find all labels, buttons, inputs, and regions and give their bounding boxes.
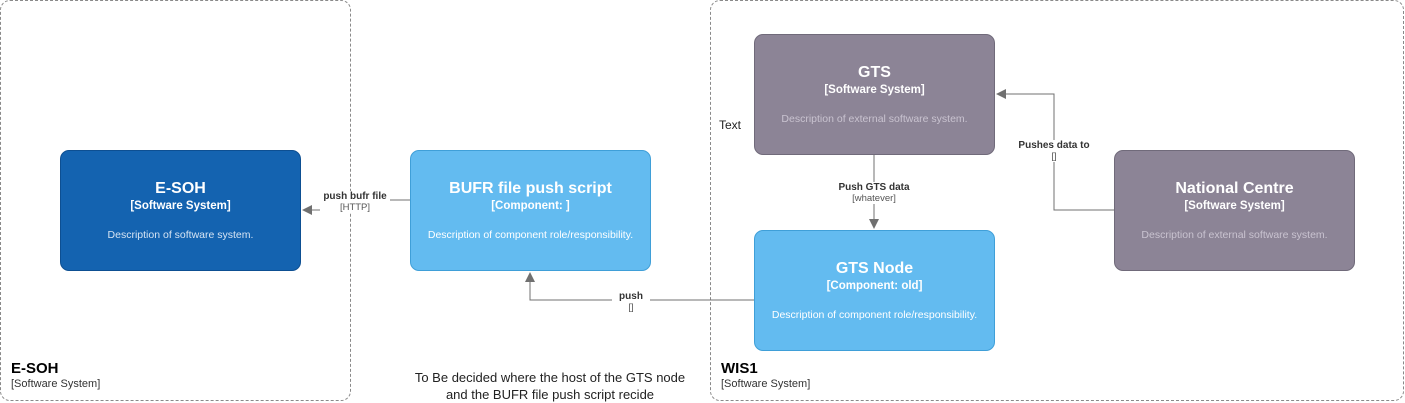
wis1-boundary-name: WIS1: [721, 360, 758, 377]
edge-push: [525, 272, 765, 301]
esoh-boundary-type: [Software System]: [11, 378, 101, 390]
hosting-note: To Be decided where the host of the GTS …: [385, 369, 715, 403]
gts-node-title: GTS Node: [835, 260, 914, 277]
edge-push-tech: []: [628, 302, 634, 313]
bufr-push-script-description: Description of component role/responsibi…: [427, 229, 634, 241]
gts-node-description: Description of component role/responsibi…: [771, 309, 978, 321]
edge-push-gts-tech: [whatever]: [852, 193, 896, 204]
edge-pushes-data-label: Pushes data to []: [1014, 140, 1094, 162]
edge-pushes-data-tech: []: [1051, 151, 1057, 162]
esoh-system-title: E-SOH: [155, 180, 206, 197]
free-text-label: Text: [719, 118, 742, 132]
gts-system[interactable]: GTS [Software System] Description of ext…: [754, 34, 995, 155]
gts-system-description: Description of external software system.: [781, 113, 968, 125]
gts-node-component[interactable]: GTS Node [Component: old] Description of…: [754, 230, 995, 351]
bufr-push-script-title: BUFR file push script: [449, 180, 612, 197]
hosting-note-line1: To Be decided where the host of the GTS …: [414, 370, 686, 385]
edge-push-gts-label: Push GTS data [whatever]: [834, 182, 914, 204]
national-centre-type: [Software System]: [1184, 200, 1285, 212]
gts-node-type: [Component: old]: [826, 280, 923, 292]
edge-push-bufr-label: push bufr file [HTTP]: [320, 191, 390, 213]
edge-push-bufr-text: push bufr file: [323, 191, 387, 202]
esoh-boundary-name: E-SOH: [11, 360, 59, 377]
bufr-push-script-type: [Component: ]: [491, 200, 570, 212]
wis1-boundary-type: [Software System]: [721, 378, 811, 390]
bufr-push-script-component[interactable]: BUFR file push script [Component: ] Desc…: [410, 150, 651, 271]
national-centre-description: Description of external software system.: [1141, 229, 1328, 241]
national-centre-title: National Centre: [1175, 180, 1294, 197]
national-centre-system[interactable]: National Centre [Software System] Descri…: [1114, 150, 1355, 271]
gts-system-title: GTS: [858, 64, 891, 81]
edge-push-label: push []: [612, 291, 650, 313]
esoh-system-type: [Software System]: [130, 200, 231, 212]
edge-push-bufr-tech: [HTTP]: [339, 202, 371, 213]
edge-push-gts-text: Push GTS data: [838, 182, 910, 193]
esoh-system[interactable]: E-SOH [Software System] Description of s…: [60, 150, 301, 271]
edge-push-text: push: [619, 291, 643, 302]
edge-pushes-data-text: Pushes data to: [1018, 140, 1090, 151]
gts-system-type: [Software System]: [824, 84, 925, 96]
wis1-boundary: WIS1 [Software System]: [710, 0, 1404, 401]
esoh-system-description: Description of software system.: [107, 229, 254, 241]
hosting-note-line2: and the BUFR file push script recide: [445, 387, 655, 402]
